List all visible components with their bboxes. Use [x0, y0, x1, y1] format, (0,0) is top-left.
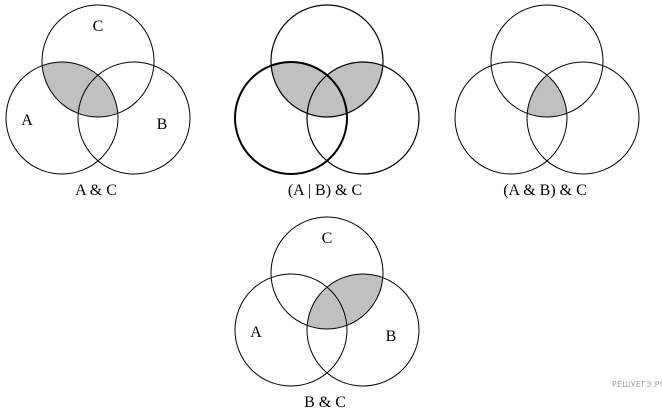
- circle-a: [234, 273, 348, 387]
- label-a: A: [21, 112, 33, 129]
- circle-b: [77, 61, 191, 175]
- circle-b: [526, 61, 640, 175]
- circle-b: [306, 61, 420, 175]
- venn-diagram-2: (A | B) & C: [234, 4, 420, 199]
- circle-c: [41, 4, 155, 118]
- diagram-caption: B & C: [304, 394, 346, 411]
- circle-c: [270, 216, 384, 330]
- shaded-region: [307, 274, 383, 329]
- venn-diagram-1: C A B A & C: [5, 4, 191, 199]
- venn-diagram-3: (A & B) & C: [454, 4, 640, 199]
- label-b: B: [386, 328, 397, 345]
- shaded-region: [271, 62, 383, 117]
- shaded-region: [42, 62, 118, 117]
- circle-a: [5, 61, 119, 175]
- circle-c: [270, 4, 384, 118]
- label-a: A: [250, 324, 262, 341]
- diagram-caption: (A | B) & C: [288, 182, 362, 199]
- venn-diagram-4: C A B B & C: [234, 216, 420, 411]
- watermark: РЕШУЕГЭ.РФ: [612, 380, 662, 389]
- circle-a: [234, 61, 348, 175]
- shaded-region: [527, 62, 567, 174]
- diagram-caption: (A & B) & C: [503, 182, 587, 199]
- circle-b: [306, 273, 420, 387]
- label-c: C: [322, 230, 333, 247]
- circle-c: [490, 4, 604, 118]
- label-c: C: [93, 18, 104, 35]
- circle-a: [454, 61, 568, 175]
- diagram-caption: A & C: [75, 182, 117, 199]
- label-b: B: [157, 116, 168, 133]
